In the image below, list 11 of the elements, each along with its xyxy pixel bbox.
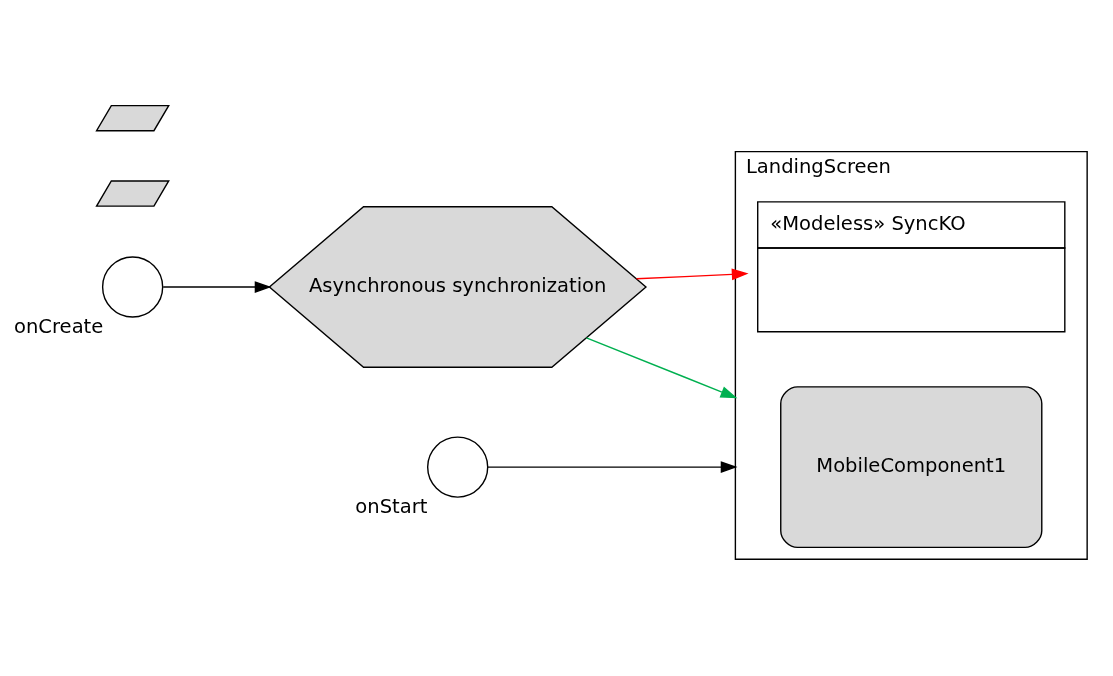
node-parallelogram (95, 180, 170, 207)
node-label: onCreate (14, 314, 104, 338)
arrow (585, 337, 738, 399)
arrow (635, 268, 749, 281)
node-label: onStart (355, 494, 428, 518)
node-box: MobileComponent1 (780, 386, 1043, 549)
arrow (162, 281, 272, 293)
arrow (487, 461, 738, 473)
node-circle (101, 256, 164, 318)
node-circle (426, 436, 489, 498)
node-parallelogram (95, 104, 170, 132)
